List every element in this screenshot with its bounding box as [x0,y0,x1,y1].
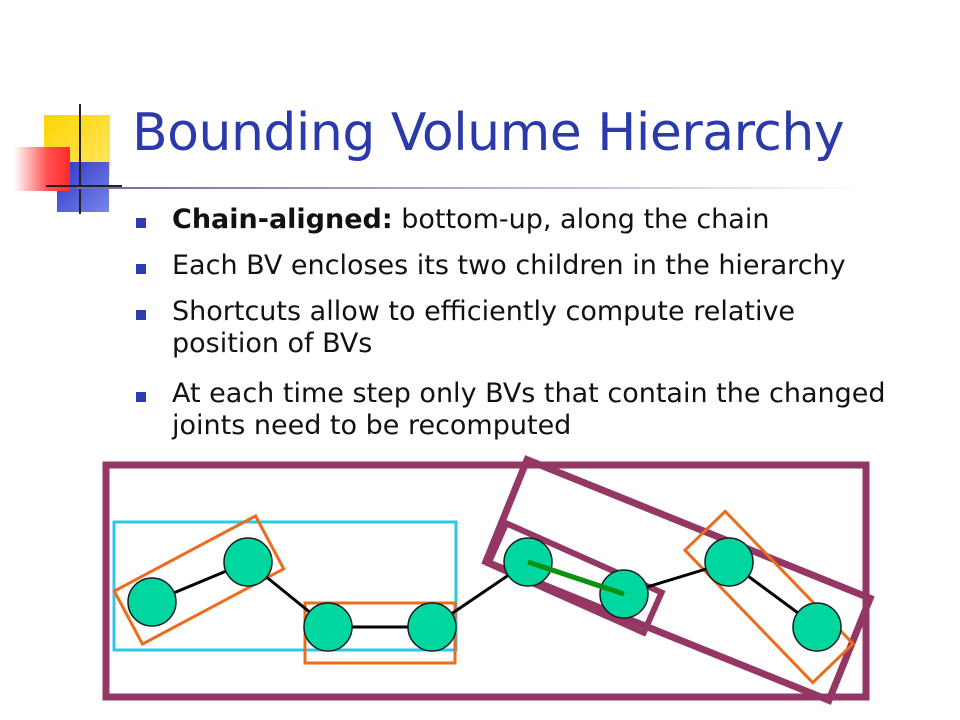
bullet-item-shortcuts: Shortcuts allow to efficiently compute r… [136,296,892,360]
joint-node [407,602,457,652]
joint-node [792,602,842,652]
slide-title: Bounding Volume Hierarchy [132,103,845,163]
leaf-bv-rect [112,513,286,647]
bullet-strong-text: Chain-aligned: [172,204,393,235]
leaf-bv-rect [484,519,666,637]
bullet-text: Shortcuts allow to efficiently compute r… [172,296,796,359]
bullet-text: bottom-up, along the chain [392,204,770,235]
bullet-item-chain-aligned: Chain-aligned: bottom-up, along the chai… [136,204,952,236]
right-group-bv-rect [481,455,875,705]
bullet-text: At each time step only BVs that contain … [172,378,886,441]
leaf-bv-rect [682,509,856,685]
left-group-bounding-volume [112,520,458,652]
highlighted-changed-link-overlay [527,559,625,597]
chain-joints [127,537,842,652]
root-bounding-volume [102,461,870,701]
right-group-bounding-volume [481,455,875,705]
joint-node [704,537,754,587]
joint-node [303,602,353,652]
title-underline [76,187,866,189]
deco-horizontal-rule [46,185,122,187]
leaf-bounding-volume-1 [112,513,286,647]
bullet-item-each-bv: Each BV encloses its two children in the… [136,250,952,282]
leaf-bounding-volume-4 [682,509,856,685]
deco-red-square [14,147,70,191]
bullet-text: Each BV encloses its two children in the… [172,250,846,281]
bullet-item-time-step: At each time step only BVs that contain … [136,378,892,442]
leaf-bounding-volume-3 [484,519,666,637]
joint-node [223,537,273,587]
joint-node [127,577,177,627]
deco-vertical-rule [79,104,81,214]
